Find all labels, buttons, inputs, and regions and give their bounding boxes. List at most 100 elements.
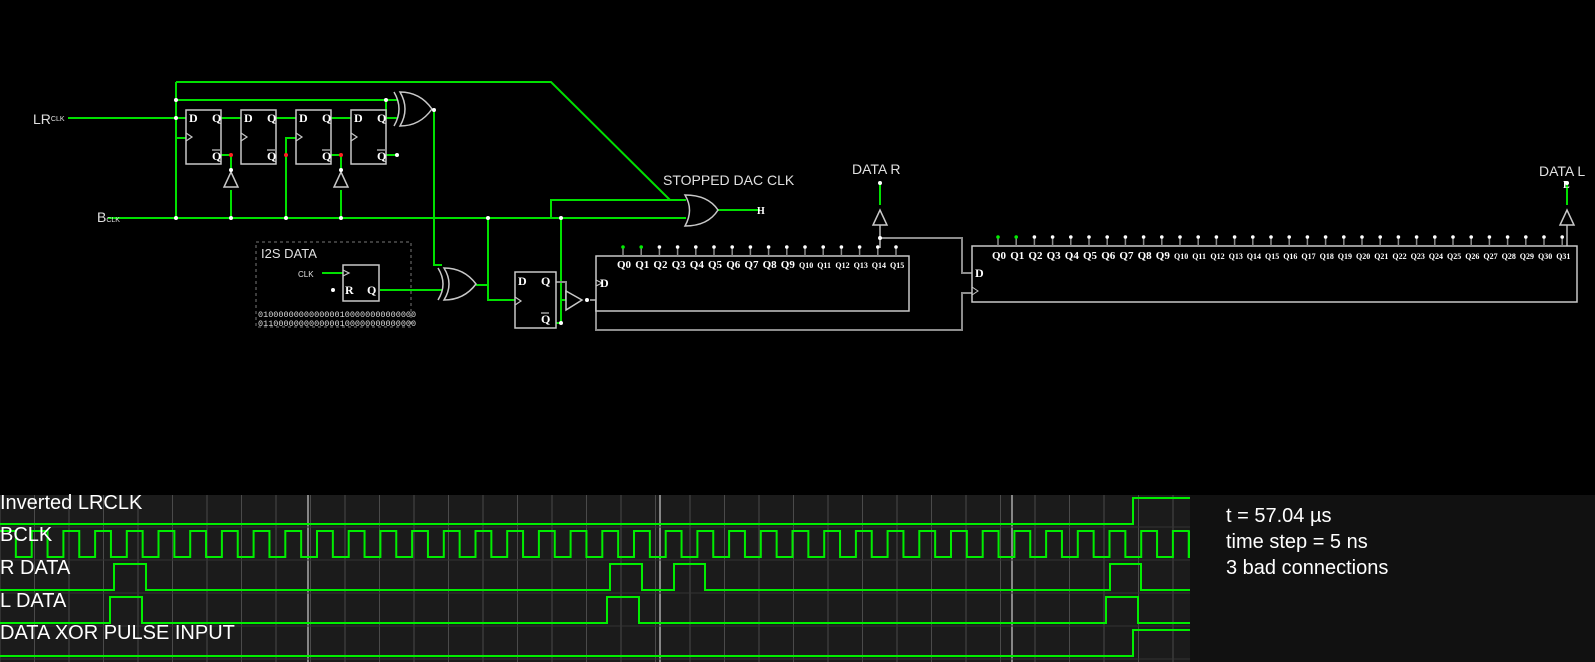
shift-output-label: Q9 [781, 259, 796, 271]
shift-pin-dot [1524, 235, 1528, 239]
shift-r-d-label: D [600, 276, 609, 290]
svg-text:Q: Q [541, 312, 550, 326]
stopped-dac-clk-out: H [757, 206, 765, 217]
shift-pin-dot [1487, 235, 1492, 239]
svg-text:R: R [345, 283, 354, 297]
xor-gate-top[interactable] [393, 91, 433, 127]
lr-clk-input[interactable]: LRCLK [33, 111, 65, 127]
shift-output-label: Q11 [1192, 252, 1206, 261]
svg-text:D: D [299, 111, 308, 125]
shift-output-label: Q23 [1411, 252, 1425, 261]
shift-output-label: Q21 [1374, 252, 1388, 261]
shift-pin-dot [1505, 235, 1510, 239]
shift-output-label: Q0 [617, 259, 632, 271]
svg-text:Q: Q [541, 274, 550, 288]
shift-pin-dot [1451, 235, 1455, 239]
shift-pin-dot [1469, 235, 1473, 239]
svg-text:Q: Q [322, 111, 331, 125]
shift-pin-dot [821, 245, 825, 249]
shift-pin-dot [1123, 235, 1128, 239]
trace-label-inverted-lrclk[interactable]: Inverted LRCLK [0, 492, 143, 514]
svg-text:Q: Q [377, 149, 386, 163]
inverter-gates[interactable] [222, 170, 1576, 312]
svg-text:Q: Q [267, 111, 276, 125]
junction-dots [174, 98, 1569, 325]
bad-connections: 3 bad connections [1226, 557, 1389, 579]
shift-pin-dot [1069, 235, 1073, 239]
shift-output-label: Q6 [1101, 250, 1116, 262]
svg-text:Q: Q [212, 111, 221, 125]
shift-registers[interactable] [595, 245, 1578, 312]
shift-pin-dot [1269, 235, 1273, 239]
shift-output-label: Q3 [1047, 250, 1062, 262]
overbars [185, 132, 549, 314]
shift-pin-dot [1141, 235, 1146, 239]
shift-output-label: Q1 [635, 259, 649, 271]
trace-label-bclk[interactable]: BCLK [0, 524, 53, 546]
shift-pin-dot [876, 245, 880, 249]
shift-output-label: Q0 [992, 250, 1007, 262]
flip-flops[interactable] [185, 109, 557, 329]
shift-output-label: Q7 [1119, 250, 1134, 262]
xor-gate-data[interactable] [437, 267, 477, 301]
scope-panel[interactable]: Inverted LRCLK BCLK R DATA L DATA DATA X… [0, 492, 1190, 662]
shift-l-d-label: D [975, 266, 984, 280]
shift-pin-dot [1287, 235, 1291, 239]
shift-output-label: Q19 [1338, 252, 1352, 261]
shift-pin-dot [657, 245, 662, 249]
shift-pin-dot [857, 245, 862, 249]
shift-output-label: Q18 [1320, 252, 1334, 261]
scope-grid [0, 495, 1190, 662]
shift-pin-dot [621, 245, 625, 249]
svg-text:D: D [244, 111, 253, 125]
shift-output-label: Q16 [1283, 252, 1297, 261]
shift-r-clk [595, 279, 604, 287]
shift-pin-dot [1214, 235, 1219, 239]
shift-output-label: Q17 [1301, 252, 1315, 261]
or-gate-stopped-dac[interactable] [683, 194, 719, 227]
trace-data-xor [0, 629, 1190, 657]
shift-output-label: Q7 [744, 259, 759, 271]
shift-output-label: Q29 [1520, 252, 1534, 261]
sim-time: t = 57.04 µs [1226, 505, 1332, 527]
shift-pin-dot [1032, 235, 1037, 239]
shift-output-label: Q2 [653, 259, 668, 271]
shift-pin-dot [894, 245, 898, 249]
shift-output-label: Q22 [1392, 252, 1406, 261]
shift-pin-dot [1396, 235, 1401, 239]
shift-output-label: Q2 [1028, 250, 1043, 262]
b-clk-input[interactable]: BCLK [97, 209, 120, 225]
trace-label-r-data[interactable]: R DATA [0, 557, 71, 579]
shift-pin-dot [1414, 235, 1419, 239]
trace-r-data [0, 563, 1190, 591]
shift-pin-dot [1160, 235, 1164, 239]
shift-output-label: Q8 [763, 259, 778, 271]
shift-pin-dot [1196, 235, 1200, 239]
shift-l-clk [971, 286, 979, 296]
shift-pin-dot [1232, 235, 1237, 239]
bad-connection-markers [229, 153, 343, 157]
shift-output-label: Q12 [1210, 252, 1224, 261]
shift-pin-dot [1323, 235, 1328, 239]
i2s-bits-1: 0100000000000000100000000000000 [258, 310, 416, 320]
shift-output-label: Q28 [1502, 252, 1516, 261]
shift-pin-dot [712, 245, 716, 249]
shift-pin-dot [1014, 235, 1018, 239]
shift-output-label: Q1 [1010, 250, 1024, 262]
shift-output-label: Q31 [1556, 252, 1570, 261]
shift-pin-dot [1178, 235, 1182, 239]
shift-output-label: Q15 [890, 261, 904, 270]
svg-text:D: D [518, 274, 527, 288]
shift-pin-dot [639, 245, 643, 249]
shift-pin-dot [694, 245, 698, 249]
shift-output-label: Q5 [1083, 250, 1098, 262]
trace-label-data-xor[interactable]: DATA XOR PULSE INPUT [0, 622, 235, 644]
svg-text:Q: Q [367, 283, 376, 297]
shift-pin-dot [1433, 235, 1437, 239]
shift-pin-dot [1378, 235, 1382, 239]
trace-label-l-data[interactable]: L DATA [0, 590, 67, 612]
shift-output-label: Q24 [1429, 252, 1443, 261]
shift-output-label: Q15 [1265, 252, 1279, 261]
shift-output-label: Q9 [1156, 250, 1171, 262]
